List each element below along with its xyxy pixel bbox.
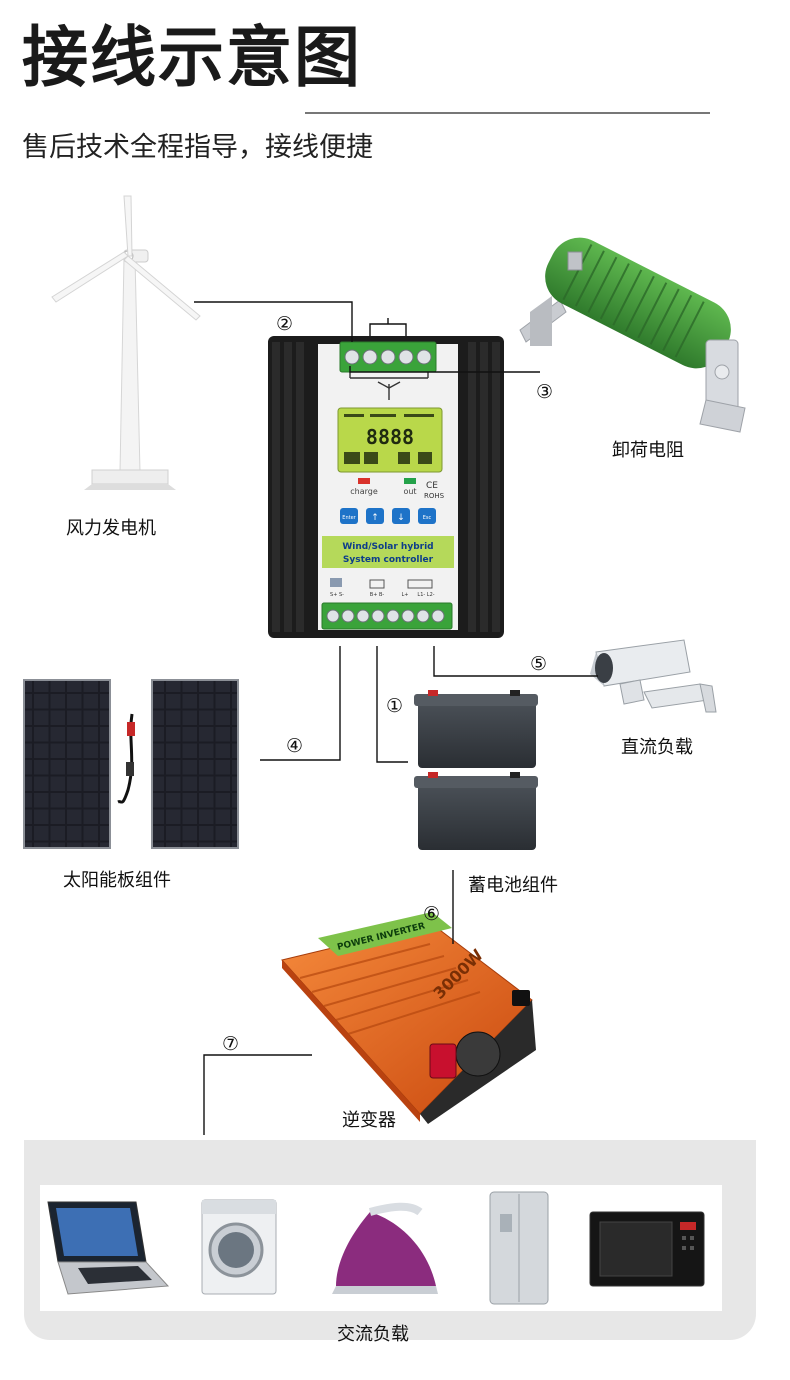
appliance-laptop: [47, 1201, 170, 1295]
label-solar-panels: 太阳能板组件: [63, 870, 171, 891]
wire-4-solar: [260, 646, 341, 761]
wire-2-bracket: [369, 323, 407, 336]
connection-number-5: ⑤: [530, 653, 547, 675]
battery-bank: [414, 690, 538, 850]
led-charge-label: charge: [350, 487, 378, 496]
terminal-label-load-plus: L+: [402, 592, 409, 598]
label-ac-load: 交流负载: [337, 1324, 409, 1345]
appliance-refrigerator: [489, 1191, 549, 1305]
connection-number-1: ①: [386, 695, 403, 717]
wind-turbine: [51, 195, 201, 490]
wire-2-wind: [194, 301, 353, 342]
wire-5-dc-load: [433, 646, 598, 677]
wire-1-battery: [376, 646, 408, 763]
connection-number-7: ⑦: [222, 1033, 239, 1055]
label-wind-turbine: 风力发电机: [66, 518, 156, 539]
dump-load-resistor: [519, 237, 746, 433]
controller-button-esc: Esc: [423, 515, 432, 521]
appliance-washing-machine: [201, 1199, 277, 1295]
ce-mark: CE: [426, 481, 438, 491]
controller-button-up: ↑: [371, 513, 379, 523]
connection-number-3: ③: [536, 381, 553, 403]
terminal-label-battery: B+ B-: [370, 592, 385, 598]
page-title: 接线示意图: [22, 19, 362, 96]
power-inverter: POWER INVERTER 3000W: [281, 912, 536, 1124]
connection-number-2: ②: [276, 313, 293, 335]
terminal-label-load-minus: L1- L2-: [417, 592, 434, 598]
wire-7-ac-load: [203, 1054, 312, 1135]
lcd-readout: 8888: [366, 425, 414, 449]
rohs-mark: ROHS: [424, 492, 445, 500]
appliance-microwave: [589, 1211, 705, 1287]
terminal-label-solar: S+ S-: [330, 592, 344, 598]
connection-wires: [194, 301, 598, 1135]
led-out-label: out: [403, 487, 416, 496]
controller-title-line1: Wind/Solar hybrid: [342, 542, 433, 552]
appliance-iron: [332, 1202, 438, 1294]
hybrid-controller: 8888 charge out CE ROHS Enter ↑ ↓ Esc Wi…: [268, 336, 504, 638]
page-subtitle: 售后技术全程指导，接线便捷: [22, 132, 373, 163]
label-dump-load: 卸荷电阻: [612, 440, 684, 461]
label-inverter: 逆变器: [342, 1110, 396, 1131]
wire-3-dump-load: [349, 366, 540, 373]
label-battery: 蓄电池组件: [468, 875, 558, 896]
dc-load-camera: [590, 639, 717, 713]
connection-number-6: ⑥: [423, 903, 440, 925]
connection-number-4: ④: [286, 735, 303, 757]
controller-title-line2: System controller: [343, 555, 434, 565]
controller-button-down: ↓: [397, 513, 405, 523]
title-divider: [305, 112, 710, 114]
label-dc-load: 直流负载: [621, 737, 693, 758]
solar-panel-array: [23, 679, 239, 849]
controller-button-enter: Enter: [342, 515, 356, 521]
